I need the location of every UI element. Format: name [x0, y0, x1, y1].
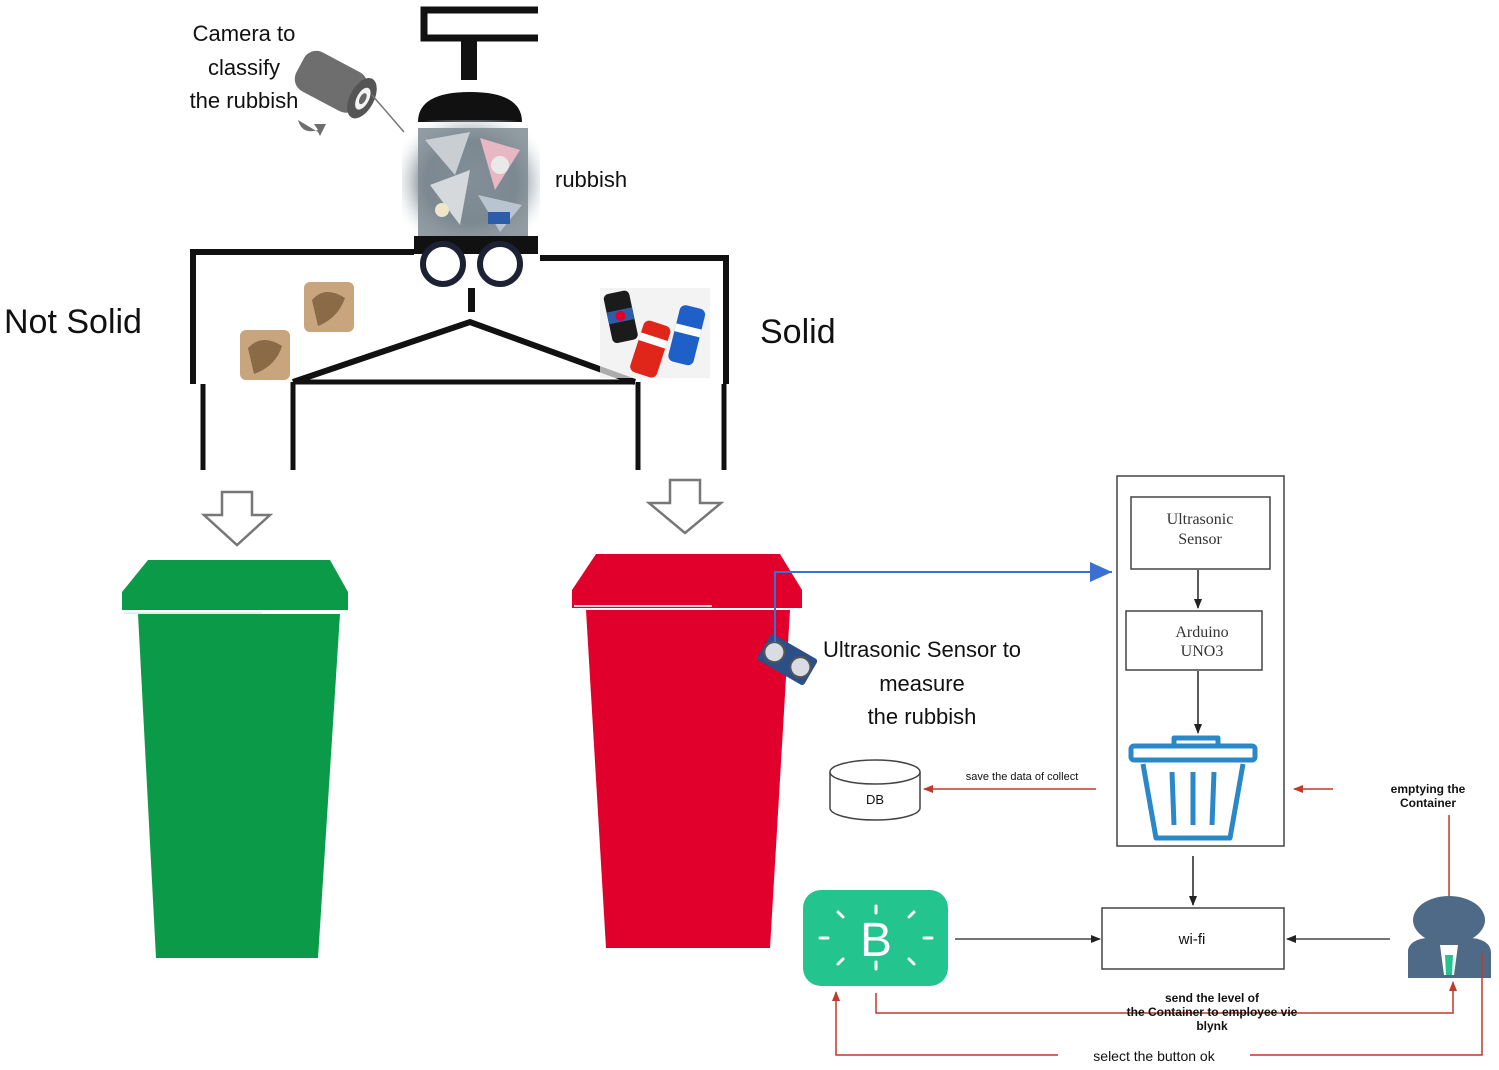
solid-label: Solid	[760, 313, 836, 351]
user-icon	[1408, 896, 1491, 978]
select-button-label: select the button ok	[1093, 1048, 1215, 1064]
emptying-label-line1: emptying the	[1391, 782, 1466, 796]
drop-arrow-icon	[645, 478, 725, 535]
send-level-line3: blynk	[1196, 1019, 1228, 1033]
rubbish-label: rubbish	[555, 167, 627, 192]
ultrasonic-sensor-box	[1130, 496, 1271, 570]
sensor-label-line1: Ultrasonic Sensor to	[823, 637, 1021, 662]
wifi-label: wi-fi	[1178, 931, 1206, 948]
ultrasonic-box-line1: Ultrasonic	[1167, 511, 1234, 528]
arduino-box	[1125, 610, 1263, 671]
blynk-logo-icon: B	[803, 890, 948, 986]
not-solid-label: Not Solid	[4, 303, 142, 341]
ultrasonic-sensor-icon	[757, 634, 818, 686]
ultrasonic-box-line2: Sensor	[1178, 531, 1222, 548]
wifi-box	[1101, 907, 1285, 970]
send-level-arrow	[875, 981, 1457, 1014]
sensor-label-line3: the rubbish	[868, 704, 977, 729]
green-bin	[122, 560, 348, 958]
organic-waste-icon	[240, 282, 354, 380]
arduino-box-line1: Arduino	[1175, 624, 1228, 641]
arduino-box-line2: UNO3	[1181, 643, 1224, 660]
sensor-to-system-arrow	[774, 562, 1112, 642]
cans-icon	[600, 288, 710, 378]
camera-icon	[294, 50, 405, 136]
camera-label-line3: the rubbish	[190, 88, 299, 113]
red-bin	[572, 554, 802, 948]
camera-label-line1: Camera to	[193, 21, 296, 46]
sensor-label-line2: measure	[879, 671, 965, 696]
rubbish-pile-icon	[418, 128, 528, 236]
emptying-label-line2: Container	[1400, 796, 1456, 810]
save-data-label: save the data of collect	[966, 771, 1079, 783]
drop-arrow-icon	[200, 490, 274, 547]
database-icon	[829, 759, 921, 821]
camera-label-line2: classify	[208, 55, 280, 80]
db-label: DB	[866, 792, 884, 807]
send-level-line1: send the level of	[1165, 991, 1260, 1005]
blynk-letter: B	[860, 914, 892, 967]
trash-can-icon	[1128, 735, 1258, 841]
sorting-machine	[190, 6, 729, 470]
send-level-line2: the Container to employee vie	[1127, 1005, 1298, 1019]
